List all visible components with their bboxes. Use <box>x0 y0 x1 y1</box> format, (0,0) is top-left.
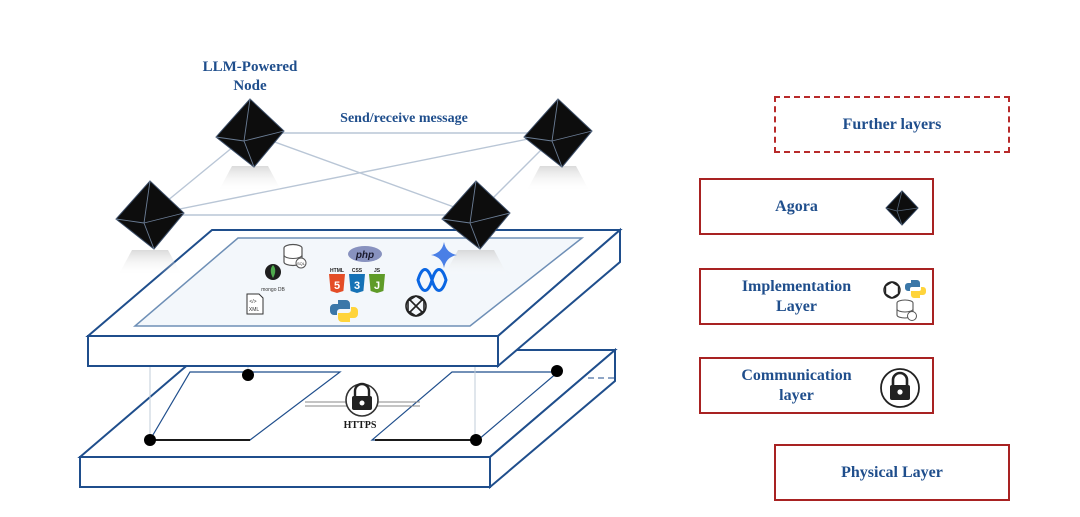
layer-communication: Communication layer <box>699 357 934 414</box>
padlock-icon <box>345 382 379 417</box>
js-icon: JS J <box>369 268 385 293</box>
node-shadows <box>118 166 590 276</box>
svg-text:XML: XML <box>249 307 260 313</box>
svg-text:SQL: SQL <box>297 261 306 266</box>
physical-node-dot <box>551 365 563 377</box>
svg-text:J: J <box>374 280 380 292</box>
gemini-icon <box>431 242 457 268</box>
octahedron-icon <box>885 190 919 226</box>
octahedron-node <box>215 98 285 168</box>
layer-implementation: Implementation Layer <box>699 268 934 325</box>
svg-text:mongo DB: mongo DB <box>261 287 285 293</box>
layer-communication-label-line2: layer <box>779 386 814 404</box>
tech-logos: SQL mongo DB </> XML php HTML 5 CSS 3 <box>246 242 457 322</box>
padlock-icon <box>880 368 920 408</box>
octahedron-node <box>441 180 511 250</box>
layer-implementation-label: Implementation Layer <box>742 277 851 317</box>
layer-physical: Physical Layer <box>774 444 1010 501</box>
llm-nodes <box>115 98 593 250</box>
layer-communication-label-line1: Communication <box>741 366 852 384</box>
svg-text:JS: JS <box>374 268 381 274</box>
llm-node-label-line1: LLM-Powered <box>202 59 298 75</box>
python-icon <box>905 280 926 298</box>
openai-icon <box>883 281 901 299</box>
python-icon <box>330 300 358 322</box>
octahedron-node <box>115 180 185 250</box>
layer-implementation-label-line1: Implementation <box>741 277 852 295</box>
octahedron-node <box>523 98 593 168</box>
database-icon <box>896 299 917 321</box>
layer-further-label: Further layers <box>842 115 942 133</box>
svg-text:</>: </> <box>249 299 256 305</box>
implementation-icons <box>883 280 926 321</box>
layer-further: Further layers <box>774 96 1010 153</box>
css3-icon: CSS 3 <box>349 268 365 293</box>
database-icon: SQL <box>283 243 307 269</box>
physical-nodes <box>144 365 563 446</box>
html5-icon: HTML 5 <box>329 268 345 293</box>
php-icon: php <box>348 246 382 262</box>
svg-text:3: 3 <box>354 280 360 292</box>
svg-text:5: 5 <box>334 280 340 292</box>
layer-communication-label: Communication layer <box>741 366 851 406</box>
physical-platform <box>77 347 618 490</box>
layer-implementation-label-line2: Layer <box>776 297 817 315</box>
meta-icon <box>416 268 448 292</box>
llm-node-label: LLM-Powered Node <box>190 58 310 96</box>
xml-icon: </> XML <box>246 293 264 315</box>
physical-node-dot <box>242 369 254 381</box>
mongodb-icon: mongo DB <box>261 264 285 293</box>
https-label: HTTPS <box>343 420 377 431</box>
svg-text:php: php <box>355 250 374 261</box>
svg-text:HTML: HTML <box>330 268 344 274</box>
layer-agora-label: Agora <box>775 197 818 215</box>
openai-icon <box>405 295 427 317</box>
svg-text:CSS: CSS <box>352 268 363 274</box>
llm-node-label-line2: Node <box>233 78 267 94</box>
layer-physical-label: Physical Layer <box>841 463 943 481</box>
layer-agora: Agora <box>699 178 934 235</box>
physical-node-dot <box>144 434 156 446</box>
physical-node-dot <box>470 434 482 446</box>
edge-label: Send/receive message <box>340 111 468 126</box>
